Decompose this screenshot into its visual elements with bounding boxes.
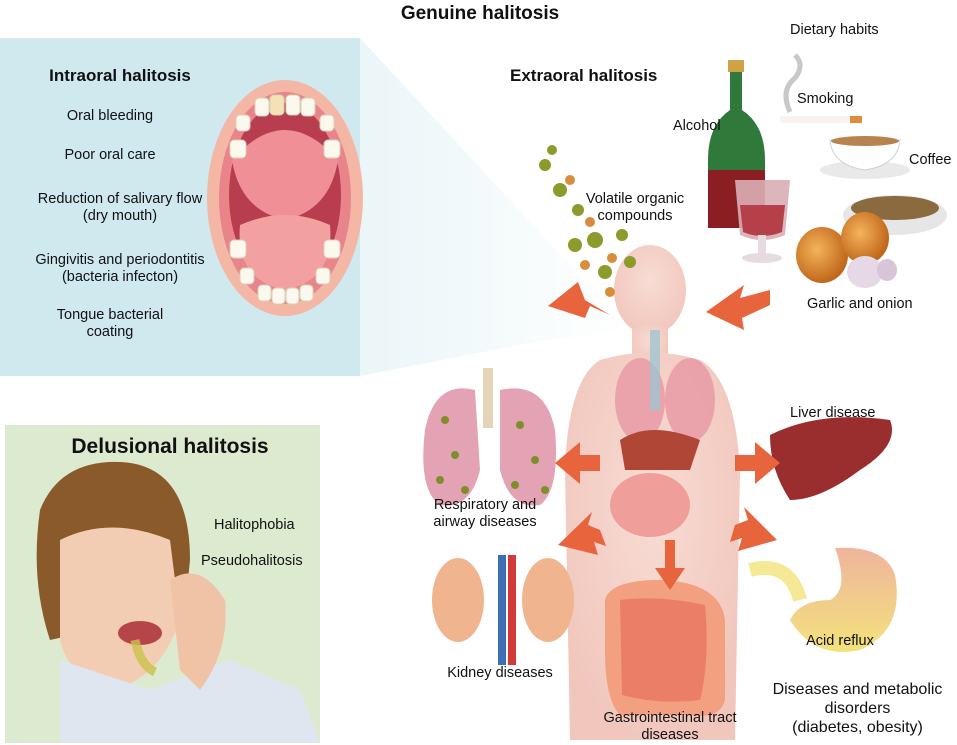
stomach-illustration xyxy=(748,547,897,652)
metabolic-disorders-label: Diseases and metabolic disorders (diabet… xyxy=(772,681,943,737)
arrows xyxy=(548,282,780,590)
cause-gingivitis: Gingivitis and periodontitis (bacteria i… xyxy=(35,252,205,286)
kidneys-illustration xyxy=(432,555,574,665)
extraoral-heading: Extraoral halitosis xyxy=(510,66,658,85)
main-title: Genuine halitosis xyxy=(400,3,560,24)
cause-oral-bleeding: Oral bleeding xyxy=(66,108,154,124)
acid-reflux-label: Acid reflux xyxy=(806,633,874,649)
dietary-heading: Dietary habits xyxy=(790,22,879,38)
voc-molecules xyxy=(539,145,636,297)
open-mouth-illustration xyxy=(207,80,363,316)
delusional-heading: Delusional halitosis xyxy=(71,435,269,458)
pseudohalitosis-label: Pseudohalitosis xyxy=(201,553,303,569)
alcohol-label: Alcohol xyxy=(673,118,721,134)
intraoral-heading: Intraoral halitosis xyxy=(49,66,191,85)
cause-tongue-coating: Tongue bacterial coating xyxy=(56,307,164,341)
liver-disease-label: Liver disease xyxy=(790,405,876,421)
person-illustration xyxy=(36,461,320,743)
gi-tract-label: Gastrointestinal tract diseases xyxy=(603,710,737,744)
respiratory-label: Respiratory and airway diseases xyxy=(433,497,537,531)
dietary-items xyxy=(708,53,947,288)
kidney-label: Kidney diseases xyxy=(447,665,553,681)
intestine-illustration xyxy=(605,580,725,716)
cause-dry-mouth: Reduction of salivary flow (dry mouth) xyxy=(37,191,203,225)
liver-illustration xyxy=(770,417,892,500)
coffee-label: Coffee xyxy=(909,152,952,168)
halitophobia-label: Halitophobia xyxy=(214,517,295,533)
smoking-label: Smoking xyxy=(797,91,854,107)
lungs-illustration xyxy=(423,368,556,506)
garlic-onion-label: Garlic and onion xyxy=(807,296,913,312)
cause-poor-oral-care: Poor oral care xyxy=(64,147,156,163)
voc-label: Volatile organic compounds xyxy=(585,191,685,225)
